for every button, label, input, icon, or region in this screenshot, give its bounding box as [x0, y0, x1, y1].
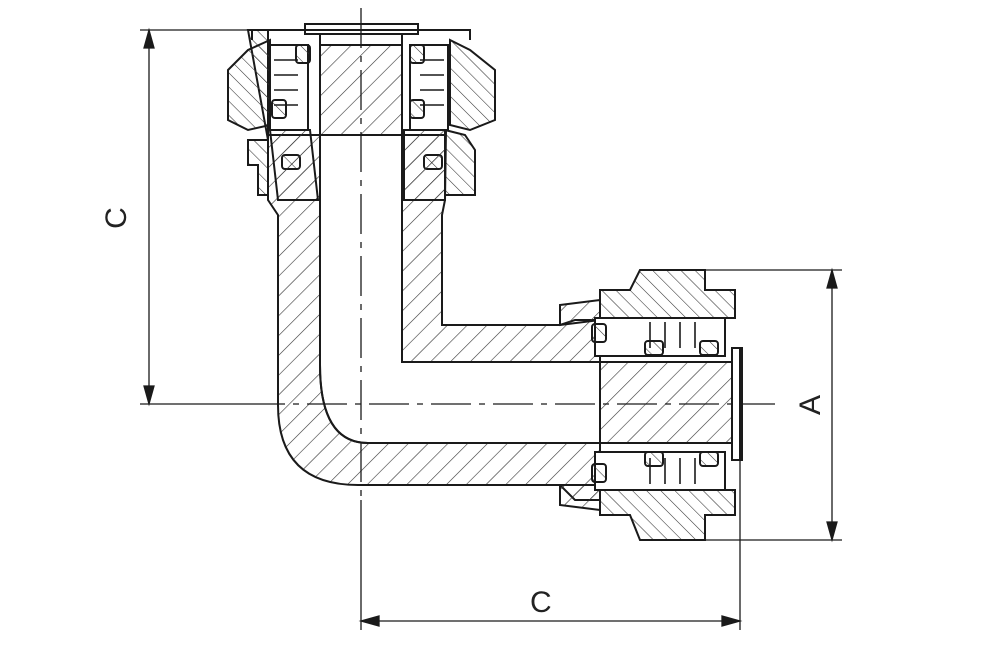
center-lines	[245, 8, 775, 500]
right-nut-upper	[599, 269, 736, 319]
dimension-label-c-horizontal: C	[530, 586, 552, 619]
right-sleeve-ribs	[649, 322, 696, 484]
dim-c-horizontal-arrow-left	[358, 615, 380, 627]
top-nut-right	[449, 38, 496, 132]
dim-c-vertical-arrow-bottom	[143, 385, 155, 407]
dim-c-horizontal-arrow-right	[721, 615, 743, 627]
dim-a-arrow-top	[826, 267, 838, 289]
dimension-lines	[140, 27, 842, 630]
top-sleeve-ribs	[274, 59, 444, 106]
dim-a-arrow-bottom	[826, 521, 838, 543]
right-compression-nut	[559, 269, 743, 541]
bore-passage	[319, 30, 740, 444]
right-nut-lower	[599, 489, 736, 541]
dimension-label-c-vertical: C	[99, 207, 133, 229]
dimension-label-a: A	[794, 394, 828, 416]
dim-c-vertical-arrow-top	[143, 27, 155, 49]
right-o-rings	[591, 323, 719, 483]
